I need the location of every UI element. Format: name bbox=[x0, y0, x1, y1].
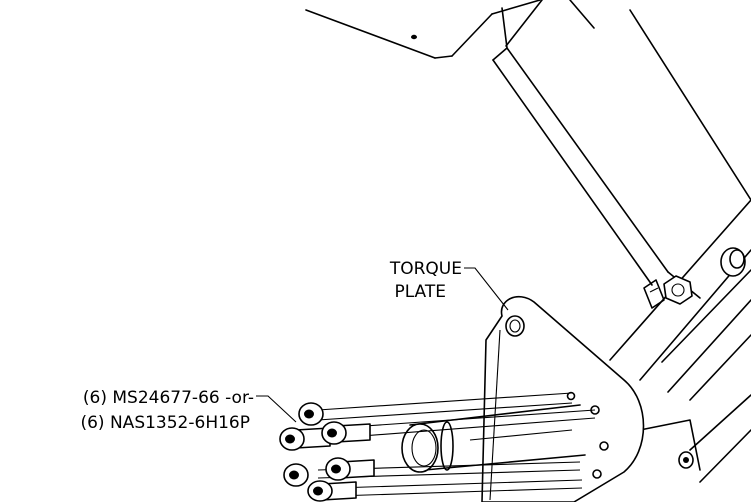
bolt-head bbox=[321, 421, 371, 445]
torque-plate-label-line1: TORQUE bbox=[389, 259, 462, 279]
bolt-spec-label-line1: (6) MS24677-66 -or- bbox=[83, 388, 254, 408]
right-structure bbox=[609, 199, 751, 483]
diagonal-arm bbox=[492, 9, 751, 299]
torque-plate bbox=[481, 296, 645, 502]
bolt-head bbox=[298, 402, 324, 426]
spindle-cylinder bbox=[401, 404, 586, 473]
torque-plate-leader bbox=[464, 267, 509, 311]
bolt-head bbox=[307, 480, 357, 502]
upper-frame bbox=[305, 0, 595, 61]
bolt-set bbox=[279, 392, 596, 502]
bolt-spec-label-line2: (6) NAS1352-6H16P bbox=[80, 413, 250, 433]
bolt-leader bbox=[256, 395, 297, 423]
torque-plate-label-line2: PLATE bbox=[394, 282, 446, 302]
bolt-head bbox=[325, 457, 375, 481]
bolt-head bbox=[283, 463, 309, 487]
